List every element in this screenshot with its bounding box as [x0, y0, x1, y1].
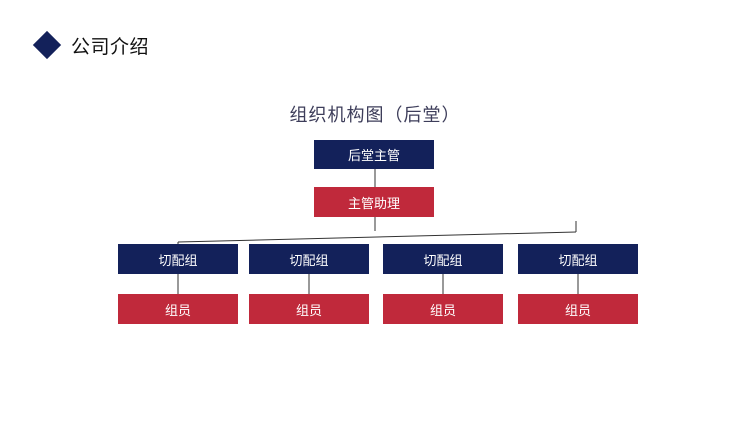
- group-node-3: 切配组: [383, 244, 503, 274]
- diamond-icon: [32, 30, 62, 60]
- head-node: 后堂主管: [314, 140, 434, 169]
- connector-horizontal: [177, 231, 577, 243]
- member-node-3: 组员: [383, 294, 503, 324]
- group-node-2: 切配组: [249, 244, 369, 274]
- member-node-1: 组员: [118, 294, 238, 324]
- chart-title: 组织机构图（后堂）: [289, 105, 461, 126]
- page-header: 公司介绍: [32, 30, 150, 60]
- group-node-1: 切配组: [118, 244, 238, 274]
- group-node-4: 切配组: [518, 244, 638, 274]
- assistant-node: 主管助理: [314, 187, 434, 217]
- member-node-4: 组员: [518, 294, 638, 324]
- member-node-2: 组员: [249, 294, 369, 324]
- header-title: 公司介绍: [71, 35, 150, 58]
